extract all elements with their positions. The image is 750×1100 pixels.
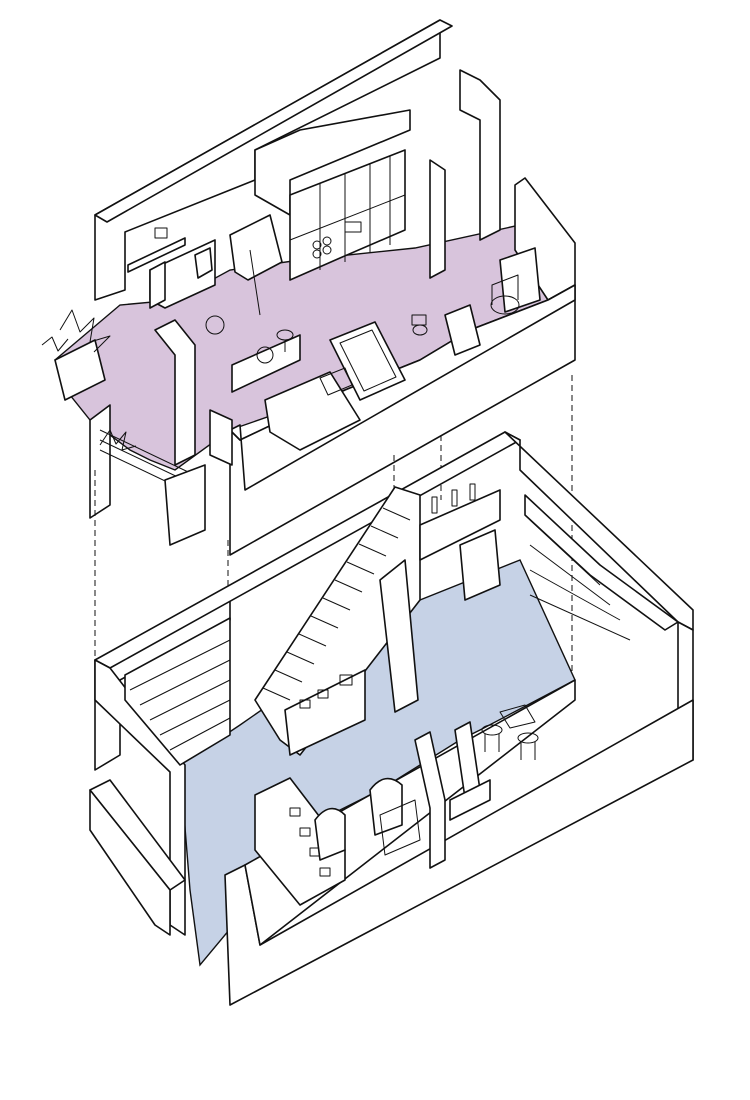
sofa: [149, 239, 216, 309]
upper-column-right: [459, 69, 501, 241]
armchair-upper: [229, 214, 283, 316]
counter-block: [254, 777, 346, 906]
upper-partition-bed: [209, 409, 233, 466]
window-bench-front: [89, 789, 171, 936]
desk-lower: [419, 489, 501, 561]
lower-floor: [89, 431, 694, 1006]
console-table: [231, 334, 301, 393]
chair-upper-right: [490, 274, 520, 315]
upper-partition-kitchen: [254, 109, 411, 216]
upper-partition-bath: [429, 159, 446, 279]
counter-slots: [289, 807, 331, 877]
lower-partition-1: [414, 731, 446, 869]
side-table: [205, 315, 225, 335]
bookshelf-right: [524, 494, 679, 631]
wall-shelf-box: [154, 227, 168, 239]
washbasin: [444, 304, 481, 356]
sideboard: [284, 669, 366, 756]
kitchen-cabinet-lines: [289, 156, 406, 270]
lower-partition-3: [449, 779, 491, 821]
armchair-lower-desk: [459, 529, 501, 601]
staircase: [254, 486, 421, 756]
lounge-chair: [499, 704, 536, 729]
terrace-front-block: [164, 464, 206, 546]
wall-shelf: [127, 237, 186, 273]
bookshelf-left-shelves: [129, 639, 231, 751]
upper-floor: [41, 19, 576, 556]
cooktop-icon: [312, 236, 332, 259]
desk-upper: [499, 247, 541, 313]
stool-icon-2: [517, 732, 539, 760]
rug: [379, 799, 421, 856]
terrace-planter: [54, 339, 106, 401]
table-lamp-icon: [276, 329, 294, 352]
sink-icon: [344, 221, 362, 233]
bookshelf-right-shelves: [529, 519, 631, 641]
stool-icon: [481, 724, 503, 752]
plant-icon: [41, 309, 111, 353]
bed-pillow: [319, 367, 353, 396]
flower-icon: [256, 346, 274, 364]
bookshelf-left: [124, 617, 231, 766]
desk-books: [431, 483, 476, 514]
kitchen-cabinets: [289, 149, 406, 281]
upper-back-wall-top: [94, 19, 453, 223]
plant-icon-terrace: [99, 429, 137, 451]
sideboard-objects: [299, 674, 353, 709]
upper-partition-living: [154, 319, 196, 466]
stair-divider-wall: [379, 559, 419, 713]
terrace-railing: [89, 404, 111, 519]
toilet-icon: [411, 314, 428, 336]
armchair-lower-right: [369, 777, 403, 836]
bathtub-inner: [339, 329, 397, 392]
armchair-lower-left: [314, 807, 346, 861]
